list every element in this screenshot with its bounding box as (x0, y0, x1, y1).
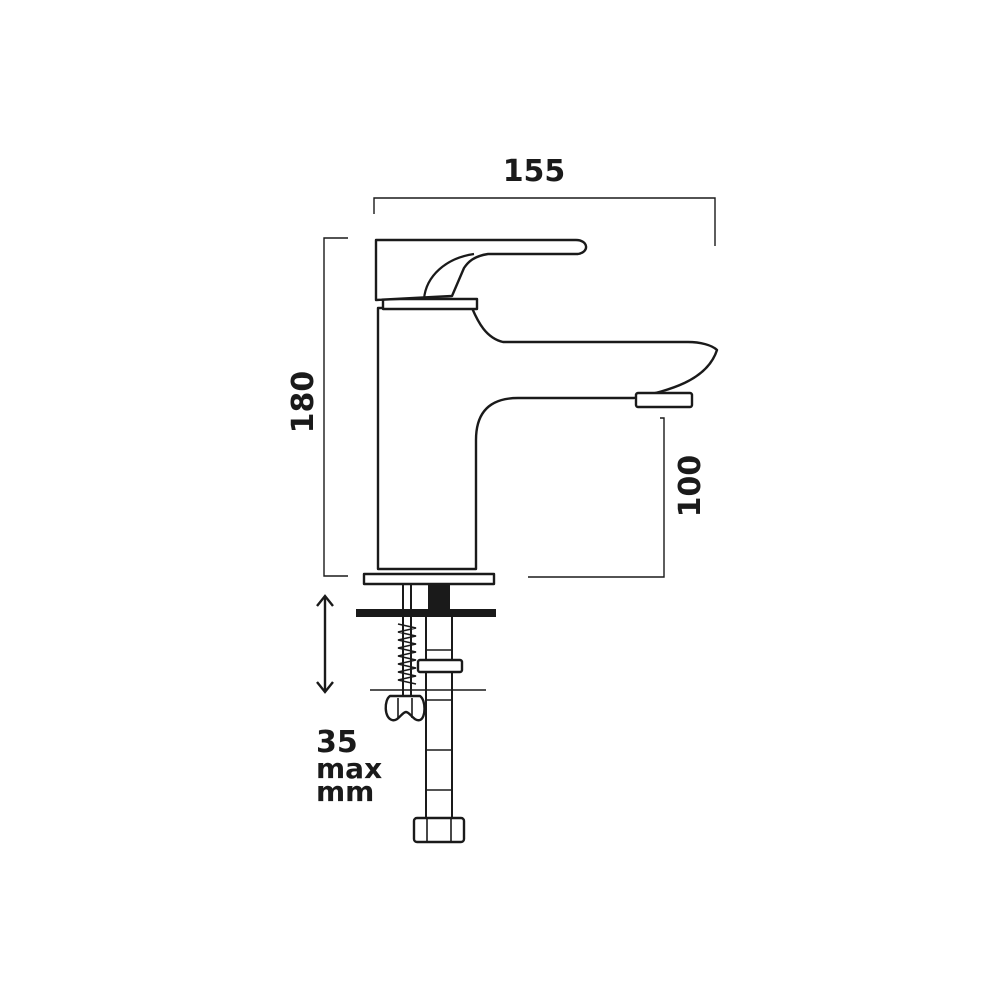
faucet-spout (376, 306, 719, 571)
thickness-max-word: max (316, 752, 382, 785)
faucet-body (362, 238, 719, 586)
lever-collar (381, 297, 479, 311)
spout-height-dimension: 100 (528, 417, 708, 578)
spout-aerator (634, 391, 694, 409)
faucet-base-plate (362, 572, 496, 586)
rod-threads (397, 623, 417, 685)
lever-curve (422, 252, 475, 300)
hose-end-nut (412, 816, 466, 844)
supply-hose-connector (428, 584, 450, 610)
height-dimension: 180 (286, 237, 348, 577)
thickness-unit: mm (316, 775, 374, 808)
lever-handle (374, 238, 588, 302)
mounting-hardware (356, 584, 496, 844)
arrow-up-icon (316, 594, 334, 607)
width-dimension-label: 155 (503, 154, 566, 189)
sink-deck (356, 609, 496, 617)
spout-height-dimension-label: 100 (673, 455, 708, 518)
wing-nut (384, 694, 426, 722)
clamp-plate (416, 658, 464, 674)
width-dimension: 155 (373, 154, 716, 246)
height-dimension-label: 180 (286, 371, 321, 434)
hose-ribs (426, 649, 452, 791)
thickness-arrow (316, 594, 334, 694)
arrow-down-icon (316, 681, 334, 694)
thickness-value: 35 (316, 725, 358, 760)
thickness-label: 35 max mm (316, 725, 382, 808)
